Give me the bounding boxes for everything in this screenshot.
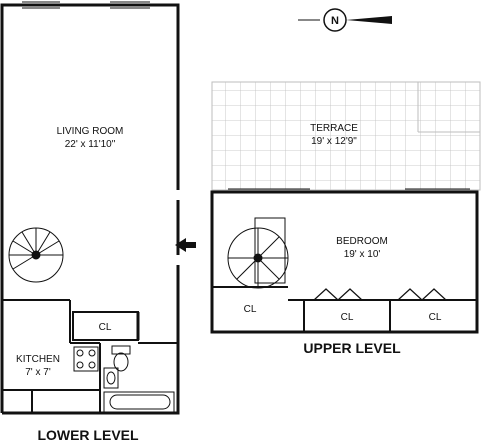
entry-arrow-icon	[175, 238, 196, 252]
compass-icon: N	[298, 8, 392, 32]
bathtub-icon	[103, 391, 175, 413]
terrace-label: TERRACE	[310, 123, 358, 134]
compass-north-label: N	[331, 15, 339, 27]
bedroom-label: BEDROOM	[336, 236, 388, 247]
upper-closet-label: CL	[429, 312, 442, 323]
lower-partitions	[2, 299, 178, 413]
sink-icon	[103, 367, 119, 389]
bedroom-size: 19' x 10'	[344, 249, 381, 260]
living-room-label: LIVING ROOM	[57, 126, 124, 137]
upper-closet-label: CL	[341, 312, 354, 323]
upper-level-title: UPPER LEVEL	[303, 340, 401, 356]
upper-level: TERRACE 19' x 12'9" BEDROOM 19' x 10' CL…	[210, 81, 481, 356]
terrace-size: 19' x 12'9"	[311, 136, 357, 147]
lower-level: LIVING ROOM 22' x 11'10" CL KITCHEN 7' x…	[0, 1, 196, 443]
lower-level-walls	[0, 3, 180, 415]
lower-spiral-stair	[8, 227, 64, 283]
upper-closet-partitions	[212, 286, 476, 332]
kitchen-size: 7' x 7'	[25, 367, 51, 378]
lower-level-title: LOWER LEVEL	[37, 427, 139, 443]
kitchen-label: KITCHEN	[16, 354, 60, 365]
lower-windows	[22, 1, 150, 9]
toilet-icon	[111, 345, 131, 372]
closet-doors	[313, 288, 447, 301]
bedroom-walls	[210, 190, 479, 334]
stove-icon	[73, 346, 99, 372]
terrace-area	[211, 81, 481, 191]
living-room-size: 22' x 11'10"	[65, 139, 116, 150]
upper-closet-label: CL	[244, 304, 257, 315]
lower-closet-label: CL	[99, 322, 112, 333]
upper-spiral-stair	[227, 217, 289, 289]
